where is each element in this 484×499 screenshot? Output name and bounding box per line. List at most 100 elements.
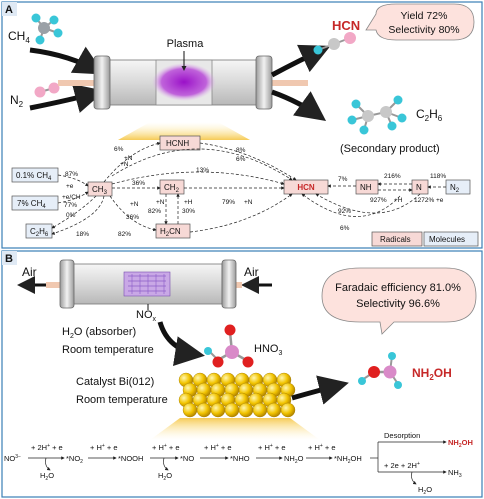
node-nh: [355, 179, 379, 195]
step1-label: + 2H+ + e: [31, 443, 63, 452]
ch4-molecule-icon: [31, 13, 63, 45]
panel-b-letter: B: [5, 253, 13, 265]
nh2oh-molecule-icon: [358, 352, 402, 389]
label-6c: 6%: [340, 225, 350, 232]
extra-step-label: + 2e + 2H+: [384, 461, 420, 470]
node-n-label: N: [416, 183, 422, 192]
label-pech3: +e/CH: [62, 194, 81, 201]
bi-atom: [196, 402, 212, 418]
yield-text: Yield 72%: [401, 10, 448, 22]
label-216: 216%: [384, 173, 401, 180]
label-8: 8%: [236, 147, 246, 154]
yield-bubble: [365, 3, 475, 41]
label-1272: 1272%: [414, 197, 434, 204]
label-118: 118%: [430, 173, 446, 180]
label-30: 30%: [182, 208, 195, 215]
ch4-label: CH4: [8, 29, 30, 45]
c2h6-label: C2H6: [416, 107, 443, 123]
node-h2cn-label: H2CN: [160, 227, 181, 238]
faradaic-efficiency-text: Faradaic efficiency 81.0%: [335, 282, 461, 294]
bi-atom: [182, 402, 198, 418]
plasma-beam: [118, 122, 250, 140]
air-left-label: Air: [22, 265, 37, 279]
label-0: 0%: [66, 212, 76, 219]
label-pe1: +e: [66, 183, 74, 190]
bi-atom: [252, 402, 268, 418]
label-87: 87%: [65, 171, 78, 178]
node-c2h6: [25, 223, 53, 239]
label-77: 77%: [64, 202, 77, 209]
node-hcnh-label: HCNH: [166, 139, 189, 148]
node-ch2-label: CH2: [164, 183, 180, 194]
node-hcn-label: HCN: [297, 183, 315, 192]
label-pe2: +e: [436, 197, 444, 204]
hno3-molecule-icon: [204, 324, 254, 368]
plasma-glow: [152, 63, 216, 101]
label-13: 13%: [196, 167, 209, 174]
bi-atom: [280, 402, 296, 418]
step3-label: + H+ + e: [152, 443, 180, 452]
step1-branch: [45, 457, 51, 471]
label-36a: 36%: [132, 180, 145, 187]
panel-a-letter-bg: [2, 2, 17, 16]
label-927: 927%: [370, 197, 387, 204]
label-82b: 82%: [118, 231, 131, 238]
label-7: 7%: [338, 176, 348, 183]
legend-molecules: Molecules: [429, 235, 465, 244]
panel-b-letter-bg: [2, 251, 17, 265]
label-ph: +H: [184, 199, 193, 206]
species-nooh: *NOOH: [118, 454, 143, 463]
label-pn4: +N: [156, 199, 165, 206]
absorb-arrow: [157, 321, 205, 366]
label-36b: 36%: [126, 214, 139, 221]
legend-molecules-swatch: [423, 231, 479, 247]
desorption-label: Desorption: [384, 431, 420, 440]
nox-label: NOx: [136, 309, 157, 323]
product-nh3: NH3: [448, 468, 462, 479]
bi-catalyst-surface: [178, 372, 296, 418]
room-temp-2: Room temperature: [76, 394, 168, 406]
bi-atom: [266, 402, 282, 418]
hcn-molecule-icon: [313, 32, 356, 55]
label-6a: 6%: [114, 146, 124, 153]
species-no3: NO3−: [4, 454, 21, 463]
h2o-2: H2O: [158, 471, 172, 482]
air-right-label: Air: [244, 265, 259, 279]
step4-label: + H+ + e: [204, 443, 232, 452]
label-6b: 6%: [236, 156, 246, 163]
label-82a: 82%: [148, 208, 161, 215]
label-18: 18%: [76, 231, 89, 238]
node-ch4-7-label: 7% CH4: [17, 199, 46, 210]
node-c2h6-label: C2H6: [30, 227, 49, 238]
legend-radicals: Radicals: [380, 235, 411, 244]
label-pn2: +N: [120, 161, 129, 168]
selectivity-text-b: Selectivity 96.6%: [356, 298, 440, 310]
label-79: 79%: [222, 199, 235, 206]
bi-atom: [238, 402, 254, 418]
panel-a-letter: A: [5, 4, 13, 16]
legend-radicals-swatch: [371, 231, 423, 247]
nox-reactor-tube: [46, 259, 242, 309]
nh2oh-label: NH2OH: [412, 366, 452, 382]
reaction-network: 0.1% CH4 7% CH4 C2H6 CH3 HCNH CH2 H2CN H…: [11, 135, 471, 239]
hcn-title: HCN: [332, 18, 360, 33]
bi-atom: [210, 402, 226, 418]
nh2oh-output-arrow: [291, 375, 349, 405]
reaction-pathway: NO3− + 2H+ + e H2O *NO2 + H+ + e *NOOH +…: [4, 431, 473, 496]
h2o-absorber-label: H2O (absorber): [62, 326, 136, 340]
c2h6-outlet-arrow: [271, 89, 327, 121]
label-ph2: +H: [394, 197, 403, 204]
h2o-3: H2O: [418, 485, 432, 496]
product-nh2oh: NH2OH: [448, 438, 473, 449]
room-temp-1: Room temperature: [62, 344, 154, 356]
c2h6-molecule-icon: [347, 95, 407, 135]
bi-atom: [224, 402, 240, 418]
h2o-1: H2O: [40, 471, 54, 482]
plasma-label: Plasma: [167, 38, 205, 50]
secondary-product-label: (Secondary product): [340, 143, 440, 155]
n2-molecule-icon: [34, 82, 60, 98]
catalyst-beam: [150, 418, 320, 440]
plasma-reactor-tube: [58, 55, 308, 110]
node-ch3-label: CH3: [92, 185, 108, 196]
edge-labels: 87% +e +e/CH 77% 0% 18% 6% +N +N 8% 6% 1…: [62, 146, 446, 238]
